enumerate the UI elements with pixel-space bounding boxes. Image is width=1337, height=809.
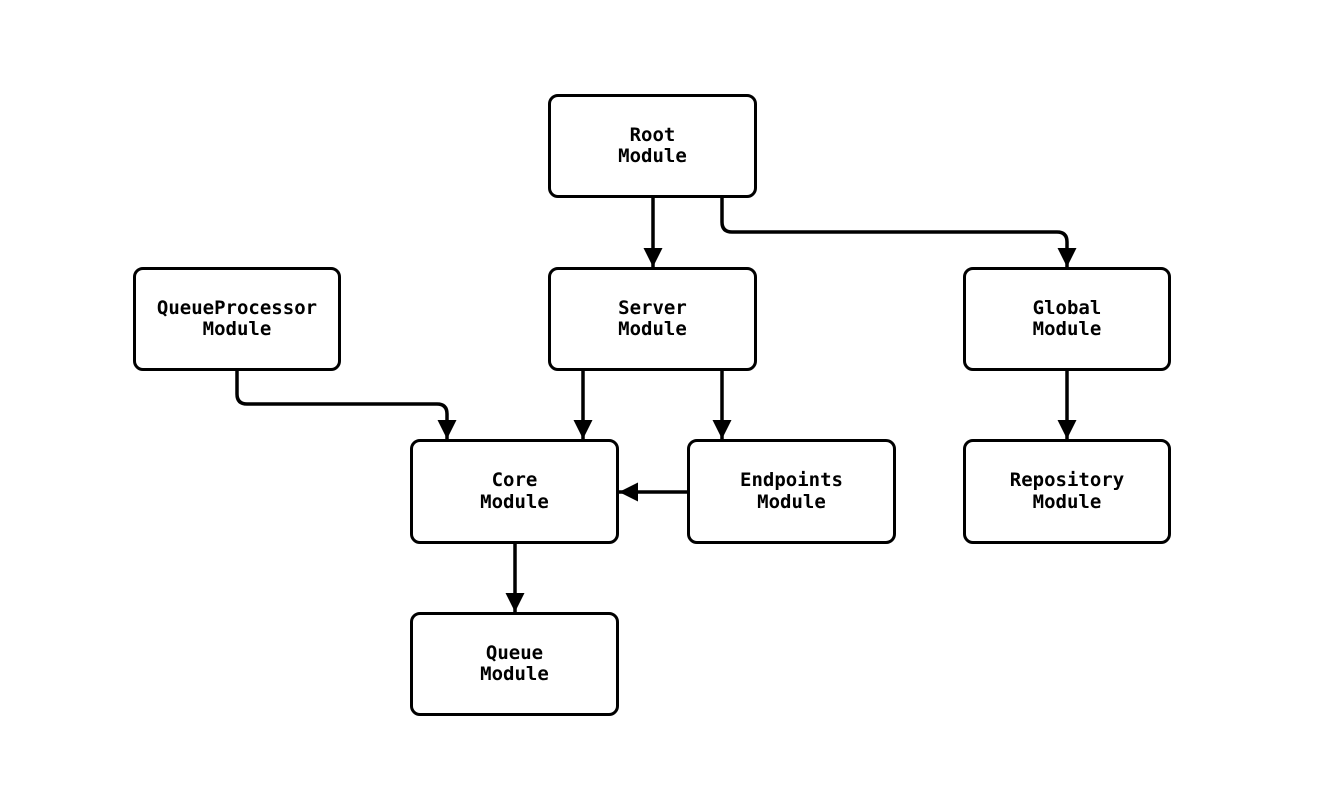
node-label-root: Root Module bbox=[618, 123, 687, 167]
node-label-queue: Queue Module bbox=[480, 641, 549, 685]
node-label-server: Server Module bbox=[618, 296, 687, 340]
node-root: Root Module bbox=[548, 94, 757, 198]
node-server: Server Module bbox=[548, 267, 757, 371]
node-label-core: Core Module bbox=[480, 469, 549, 513]
node-label-queueprocessor: QueueProcessor Module bbox=[156, 296, 318, 340]
node-label-repository: Repository Module bbox=[1009, 469, 1125, 513]
node-repository: Repository Module bbox=[963, 439, 1171, 544]
edges-group bbox=[235, 198, 1077, 612]
edge-root-to-global bbox=[720, 198, 1077, 267]
node-label-endpoints: Endpoints Module bbox=[740, 469, 843, 513]
node-global: Global Module bbox=[963, 267, 1171, 371]
node-label-global: Global Module bbox=[1032, 296, 1102, 340]
edge-queueprocessor-to-core bbox=[235, 371, 457, 439]
node-queue: Queue Module bbox=[410, 612, 619, 716]
node-core: Core Module bbox=[410, 439, 619, 544]
node-queueprocessor: QueueProcessor Module bbox=[133, 267, 341, 371]
node-endpoints: Endpoints Module bbox=[687, 439, 896, 544]
